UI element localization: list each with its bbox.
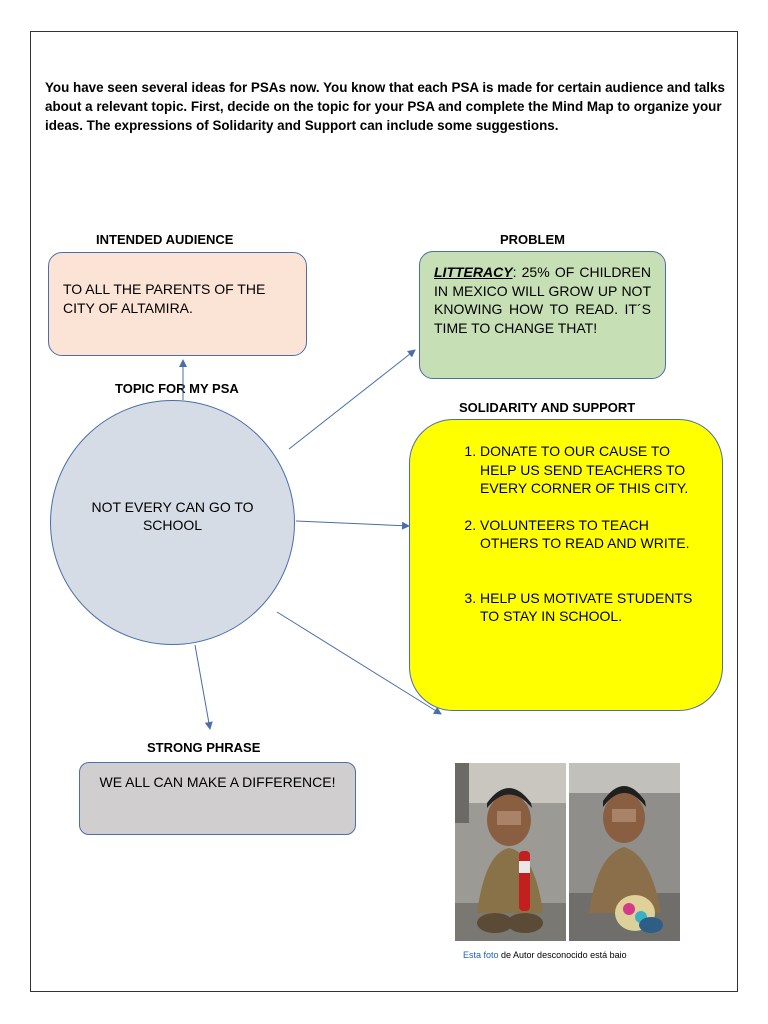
topic-text: NOT EVERY CAN GO TO SCHOOL — [91, 498, 254, 534]
children-photo — [455, 763, 680, 941]
support-item: VOLUNTEERS TO TEACH OTHERS TO READ AND W… — [480, 516, 704, 553]
support-heading: SOLIDARITY AND SUPPORT — [459, 400, 636, 415]
photo-caption: Esta foto de Autor desconocido está bajo — [463, 949, 673, 958]
support-box: DONATE TO OUR CAUSE TO HELP US SEND TEAC… — [409, 419, 723, 711]
audience-text: TO ALL THE PARENTS OF THE CITY OF ALTAMI… — [63, 281, 266, 316]
support-item: HELP US MOTIVATE STUDENTS TO STAY IN SCH… — [480, 589, 704, 626]
problem-keyword: LITTERACY — [434, 264, 513, 280]
instructions-text: You have seen several ideas for PSAs now… — [45, 80, 725, 133]
audience-heading: INTENDED AUDIENCE — [96, 232, 234, 247]
support-item: DONATE TO OUR CAUSE TO HELP US SEND TEAC… — [480, 442, 704, 498]
phrase-text: WE ALL CAN MAKE A DIFFERENCE! — [99, 774, 336, 790]
photo-credit-text: de Autor desconocido está bajo — [498, 950, 627, 958]
page-frame — [30, 31, 738, 992]
arrow-to-support — [295, 520, 410, 530]
photo-credit-link[interactable]: Esta foto — [463, 950, 499, 958]
support-list: DONATE TO OUR CAUSE TO HELP US SEND TEAC… — [410, 442, 704, 626]
phrase-heading: STRONG PHRASE — [147, 740, 261, 755]
phrase-box: WE ALL CAN MAKE A DIFFERENCE! — [79, 762, 356, 835]
arrow-to-phrase — [194, 644, 213, 730]
problem-text: : 25% OF CHILDREN IN MEXICO WILL GROW UP… — [434, 264, 651, 336]
photo-left — [455, 763, 567, 941]
problem-box: LITTERACY: 25% OF CHILDREN IN MEXICO WIL… — [419, 251, 666, 379]
topic-heading: TOPIC FOR MY PSA — [115, 381, 239, 396]
topic-circle: NOT EVERY CAN GO TO SCHOOL — [50, 400, 295, 645]
arrow-to-support-lower — [276, 611, 442, 715]
arrow-to-problem — [288, 349, 416, 450]
problem-heading: PROBLEM — [500, 232, 565, 247]
audience-box: TO ALL THE PARENTS OF THE CITY OF ALTAMI… — [48, 252, 307, 356]
photo-right — [568, 763, 681, 941]
